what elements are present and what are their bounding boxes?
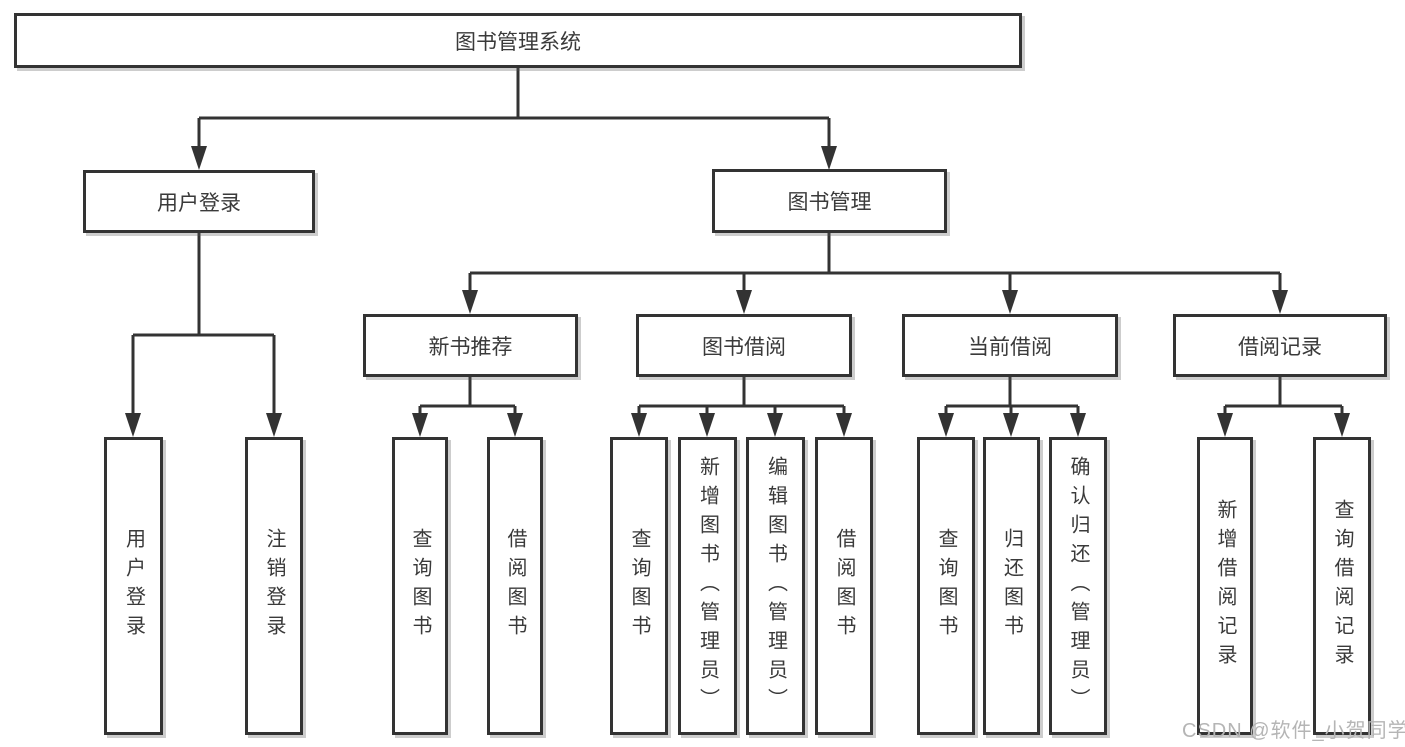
node-leaf-confirm-return-admin: 确认归还（管理员） [1049, 437, 1107, 735]
node-label: 查询借阅记录 [1331, 499, 1353, 673]
arrowhead [1002, 290, 1018, 314]
node-leaf-query-borrow-record: 查询借阅记录 [1313, 437, 1371, 735]
node-label: 查询图书 [935, 528, 957, 644]
node-label: 查询图书 [409, 528, 431, 644]
node-label: 新增图书（管理员） [696, 455, 719, 717]
arrowhead [191, 146, 207, 170]
node-book-management: 图书管理 [712, 169, 947, 233]
node-label: 图书管理 [787, 191, 872, 214]
connector-current-borrow-children [944, 377, 1080, 417]
connector-book-mgmt-children [468, 233, 1282, 294]
arrowheads [125, 146, 1350, 437]
arrowhead [1070, 413, 1086, 437]
arrowhead [266, 413, 282, 437]
arrowhead [631, 413, 647, 437]
node-leaf-borrow-books-rec: 借阅图书 [487, 437, 543, 735]
arrowhead [412, 413, 428, 437]
node-label: 查询图书 [628, 528, 650, 644]
node-current-borrowing: 当前借阅 [902, 314, 1118, 377]
connector-borrow-records-children [1223, 377, 1344, 417]
connector-user-login-children [131, 233, 276, 417]
node-label: 编辑图书（管理员） [764, 455, 787, 717]
arrowhead [699, 413, 715, 437]
node-leaf-logout: 注销登录 [245, 437, 303, 735]
arrowhead [125, 413, 141, 437]
node-label: 用户登录 [157, 191, 241, 215]
node-label: 注销登录 [263, 528, 285, 644]
node-new-book-recommendation: 新书推荐 [363, 314, 578, 377]
node-user-login: 用户登录 [83, 170, 315, 233]
node-label: 用户登录 [122, 528, 145, 644]
arrowhead [1217, 413, 1233, 437]
node-root-system: 图书管理系统 [14, 13, 1022, 68]
node-label: 当前借阅 [968, 335, 1052, 359]
connector-root-to-level2 [197, 68, 831, 150]
node-leaf-return-books: 归还图书 [983, 437, 1040, 735]
node-leaf-add-books-admin: 新增图书（管理员） [678, 437, 737, 735]
arrowhead [1003, 413, 1019, 437]
arrowhead [836, 413, 852, 437]
node-leaf-user-login: 用户登录 [104, 437, 163, 735]
connector-new-book-rec-children [418, 377, 517, 417]
node-label: 确认归还（管理员） [1067, 455, 1089, 717]
node-borrowing-records: 借阅记录 [1173, 314, 1387, 377]
arrowhead [736, 290, 752, 314]
arrowhead [507, 413, 523, 437]
arrowhead [1272, 290, 1288, 314]
node-label: 新增借阅记录 [1214, 499, 1236, 673]
arrowhead [1334, 413, 1350, 437]
node-leaf-edit-books-admin: 编辑图书（管理员） [746, 437, 805, 735]
arrowhead [821, 146, 837, 170]
node-leaf-add-borrow-record: 新增借阅记录 [1197, 437, 1253, 735]
arrowhead [462, 290, 478, 314]
node-leaf-query-books-borrow: 查询图书 [610, 437, 668, 735]
arrowhead [938, 413, 954, 437]
node-label: 图书管理系统 [455, 30, 581, 54]
node-leaf-query-books-current: 查询图书 [917, 437, 975, 735]
node-label: 新书推荐 [428, 335, 513, 359]
node-label: 归还图书 [1000, 528, 1023, 644]
node-label: 借阅图书 [504, 528, 526, 644]
node-leaf-query-books-rec: 查询图书 [392, 437, 448, 735]
connector-book-borrow-children [637, 377, 846, 417]
node-label: 借阅记录 [1238, 335, 1322, 359]
node-label: 借阅图书 [833, 528, 855, 644]
node-leaf-borrow-books: 借阅图书 [815, 437, 873, 735]
arrowhead [767, 413, 783, 437]
node-label: 图书借阅 [702, 335, 786, 359]
csdn-watermark: CSDN @软件_小贺同学 [1182, 720, 1405, 742]
node-book-borrowing: 图书借阅 [636, 314, 852, 377]
